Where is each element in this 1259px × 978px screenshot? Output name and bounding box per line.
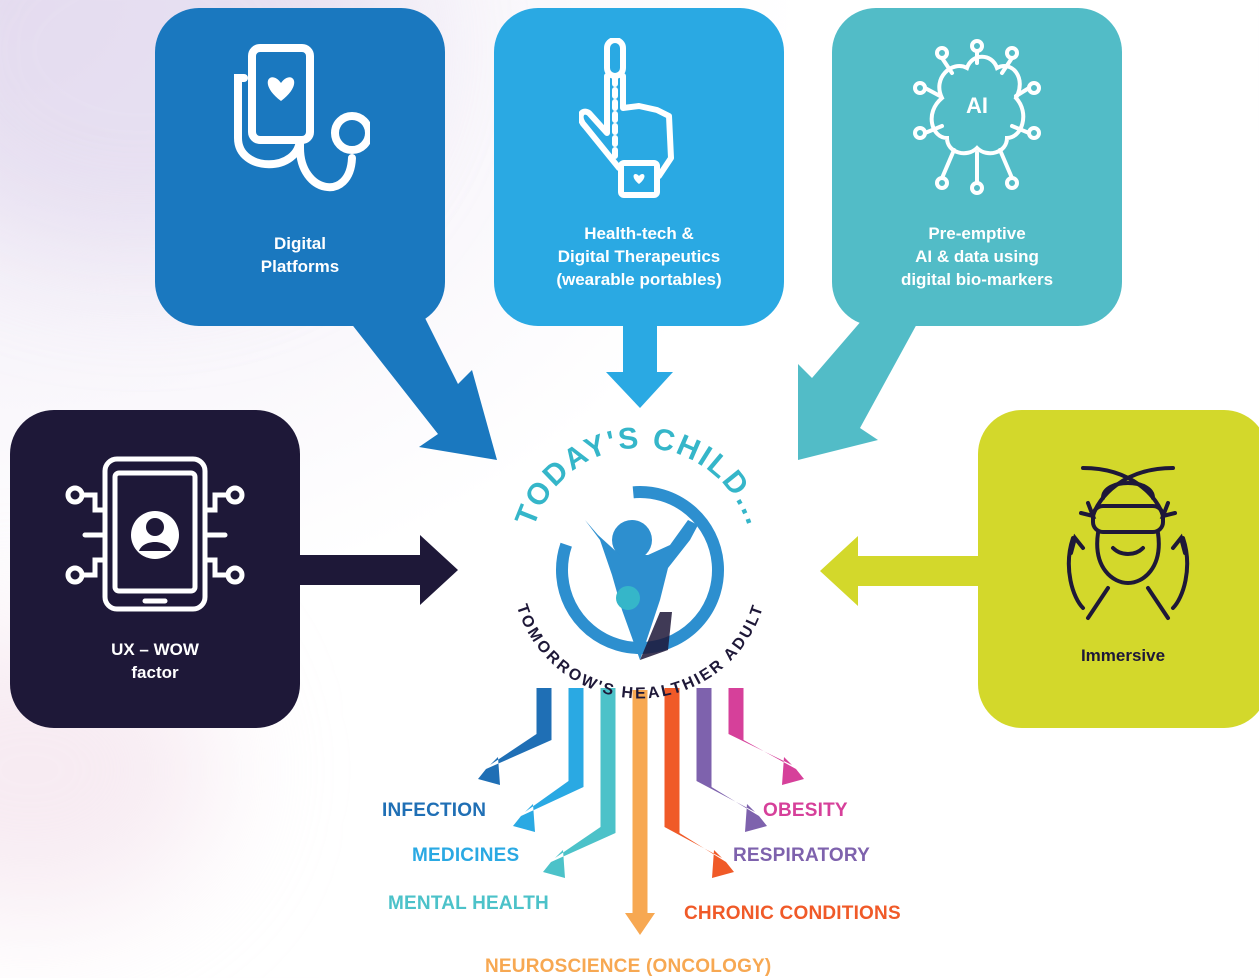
svg-text:TOMORROW'S HEALTHIER ADULT: TOMORROW'S HEALTHIER ADULT — [513, 602, 767, 702]
ai-brain-icon: AI — [913, 39, 1041, 195]
condition-arrow — [664, 688, 734, 878]
condition-medicines: MEDICINES — [412, 845, 520, 866]
condition-arrow — [625, 690, 655, 935]
condition-obesity: OBESITY — [763, 800, 848, 821]
card-label: UX – WOW factor — [111, 640, 199, 682]
card-immersive: Immersive — [978, 410, 1259, 728]
condition-respiratory: RESPIRATORY — [733, 845, 870, 866]
arrow-immersive — [820, 536, 978, 606]
card-label: Immersive — [1080, 646, 1166, 665]
condition-arrows — [478, 688, 804, 935]
condition-neuroscience: NEUROSCIENCE (ONCOLOGY) — [485, 956, 772, 977]
wearable-finger-icon — [579, 38, 674, 198]
card-ai: AI Pre-emptive AI & data using digital b… — [832, 8, 1122, 326]
card-label: Health-tech & Digital Therapeutics (wear… — [556, 224, 722, 289]
card-label: Pre-emptive AI & data using digital bio-… — [900, 224, 1054, 289]
condition-arrow — [696, 688, 767, 832]
card-label: Digital Platforms — [260, 234, 340, 276]
condition-arrow — [513, 688, 584, 832]
card-ux: UX – WOW factor — [10, 410, 300, 728]
condition-arrow — [543, 688, 616, 878]
arrow-health-tech — [606, 318, 673, 408]
card-digital-platforms: Digital Platforms — [155, 8, 445, 326]
ai-icon-text: AI — [966, 93, 988, 118]
tablet-user-circuit-icon — [65, 456, 245, 612]
svg-text:TODAY'S CHILD...: TODAY'S CHILD... — [509, 422, 773, 531]
logo-top-text: TODAY'S CHILD... — [509, 422, 771, 531]
stethoscope-phone-icon — [234, 44, 370, 192]
arrow-digital-platforms — [350, 298, 497, 460]
condition-arrow — [728, 688, 804, 785]
condition-chronic-conditions: CHRONIC CONDITIONS — [684, 903, 901, 924]
logo-bottom-text: TOMORROW'S HEALTHIER ADULT — [513, 602, 766, 702]
condition-infection: INFECTION — [382, 800, 487, 821]
logo — [556, 486, 724, 660]
condition-arrow — [478, 688, 552, 785]
condition-mental-health: MENTAL HEALTH — [388, 893, 549, 914]
card-health-tech: Health-tech & Digital Therapeutics (wear… — [494, 8, 784, 326]
arrow-ux — [300, 535, 458, 605]
vr-headset-icon — [1066, 466, 1190, 620]
